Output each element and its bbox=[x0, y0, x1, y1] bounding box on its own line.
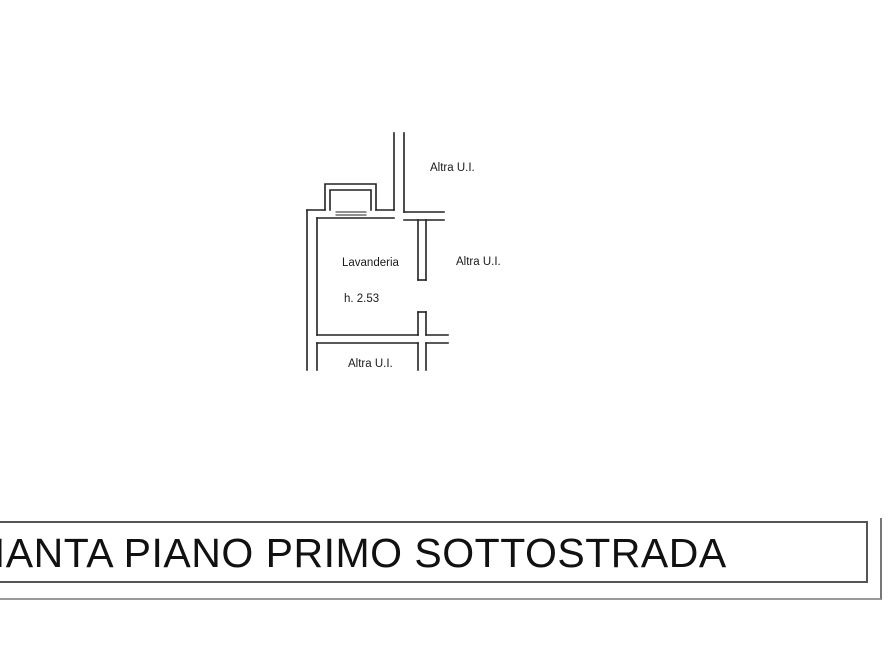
neighbor-label-bottom: Altra U.I. bbox=[348, 358, 393, 370]
room-label-lavanderia: Lavanderia bbox=[342, 257, 400, 269]
plan-title: PIANTA PIANO PRIMO SOTTOSTRADA bbox=[0, 530, 727, 576]
neighbor-label-right: Altra U.I. bbox=[456, 256, 501, 268]
room-height-label: h. 2.53 bbox=[344, 293, 379, 305]
title-frame-shadow bbox=[0, 518, 882, 600]
walls bbox=[306, 132, 449, 371]
neighbor-label-top: Altra U.I. bbox=[430, 162, 475, 174]
title-frame bbox=[0, 521, 868, 583]
